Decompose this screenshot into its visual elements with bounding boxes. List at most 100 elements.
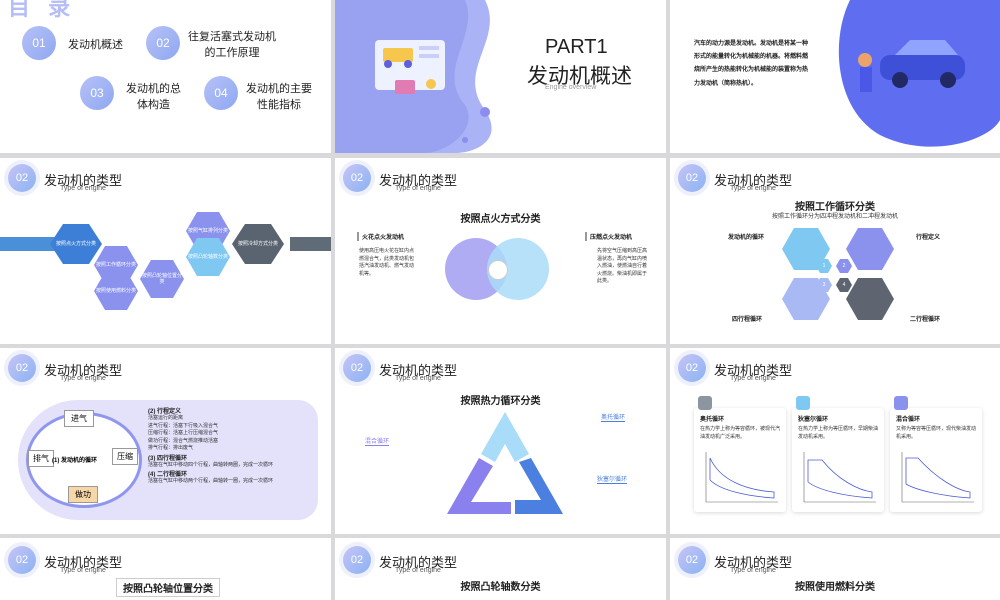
slide-camshaft-position[interactable]: 02 发动机的类型 Type of engine 按照凸轮轴位置分类 bbox=[0, 538, 331, 600]
hex-num-3: 3 bbox=[816, 278, 832, 292]
cycle-exhaust: 排气 bbox=[28, 450, 54, 467]
slide-engine-intro[interactable]: 汽车的动力源是发动机。发动机是将某一种形式的能量转化为机械能的机器。将燃料燃烧所… bbox=[670, 0, 1000, 153]
slide-title: 发动机的类型 bbox=[379, 555, 458, 570]
part1-illustration bbox=[335, 0, 492, 153]
slide-title: 发动机的类型 bbox=[714, 555, 793, 570]
hex-fuel: 按照使用燃料分类 bbox=[94, 272, 138, 310]
hex-cycle-2 bbox=[846, 228, 894, 270]
car-illustration bbox=[838, 0, 1000, 147]
slide-subtitle: Type of engine bbox=[730, 567, 776, 574]
contents-label-02: 往复活塞式发动机 的工作原理 bbox=[188, 31, 276, 59]
card-mixed: 混合循环 又称为等容等压循环，现代柴油发动机采用。 bbox=[890, 396, 982, 512]
slide-subtitle: Type of engine bbox=[730, 375, 776, 382]
card-otto-text: 在热力学上称为等容循环，被现代汽油发动机广泛采用。 bbox=[700, 426, 781, 440]
right-arrow-bar bbox=[290, 237, 331, 251]
section-stroke-line: 做功行程：混合气燃烧推动活塞 bbox=[148, 437, 219, 444]
part1-title: 发动机概述 bbox=[527, 65, 632, 88]
label-stroke-definition: 行程定义 bbox=[916, 235, 941, 241]
left-arrow-bar bbox=[0, 237, 60, 251]
card-mixed-title: 混合循环 bbox=[896, 417, 921, 423]
section-badge: 02 bbox=[678, 164, 706, 192]
section-stroke-line: 进气行程：活塞下行吸入混合气 bbox=[148, 422, 219, 429]
hex-cycle-4 bbox=[846, 278, 894, 320]
card-diesel-title: 狄塞尔循环 bbox=[798, 417, 829, 423]
section-badge: 02 bbox=[343, 164, 371, 192]
cycle-center-label: (1) 发动机的循环 bbox=[52, 458, 98, 464]
contents-num-03: 03 bbox=[80, 76, 114, 110]
slide-subtitle: Type of engine bbox=[60, 567, 106, 574]
slide-cycle-cards[interactable]: 02 发动机的类型 Type of engine 奥托循环 在热力学上称为等容循… bbox=[670, 348, 1000, 534]
triangle-arrows bbox=[447, 412, 563, 514]
fuel-type-heading: 按照使用燃料分类 bbox=[795, 582, 875, 593]
cycle-subheading: 按照工作循环分为四冲程发动机和二冲程发动机 bbox=[771, 214, 898, 220]
section-badge: 02 bbox=[678, 354, 706, 382]
label-engine-cycle: 发动机的循环 bbox=[728, 235, 765, 241]
card-otto-title: 奥托循环 bbox=[700, 417, 725, 423]
pv-chart-diesel bbox=[803, 452, 876, 503]
slide-subtitle: Type of engine bbox=[395, 375, 441, 382]
hex-num-2: 2 bbox=[836, 259, 852, 273]
camshaft-position-heading: 按照凸轮轴位置分类 bbox=[116, 578, 220, 597]
slide-fuel-type[interactable]: 02 发动机的类型 Type of engine 按照使用燃料分类 bbox=[670, 538, 1000, 600]
card-mixed-text: 又称为等容等压循环，现代柴油发动机采用。 bbox=[896, 426, 977, 440]
slide-title: 发动机的类型 bbox=[379, 173, 458, 188]
card-icon bbox=[796, 396, 810, 410]
section-two-stroke-line: 活塞在气缸中移动两个行程，曲轴转一圈，完成一次循环 bbox=[148, 478, 274, 484]
thermal-heading: 按照热力循环分类 bbox=[460, 396, 541, 407]
hex-num-4: 4 bbox=[836, 278, 852, 292]
slide-stroke-cycle[interactable]: 02 发动机的类型 Type of engine 进气 压缩 做功 排气 (1)… bbox=[0, 348, 331, 534]
cycle-compression: 压缩 bbox=[112, 448, 138, 465]
hex-num-1: 1 bbox=[816, 259, 832, 273]
spark-ignition-text: 使用高压电火花在缸内点燃混合气，此类发动机包括汽油发动机、燃气发动机等。 bbox=[359, 248, 415, 277]
pv-chart-otto bbox=[705, 452, 778, 503]
contents-label-03: 发动机的总 体构造 bbox=[126, 83, 181, 111]
slide-title: 发动机的类型 bbox=[44, 555, 123, 570]
section-stroke-line: 排气行程：排出废气 bbox=[148, 445, 194, 451]
section-four-stroke-line: 活塞在气缸中移动四个行程，曲轴转两圈，完成一次循环 bbox=[148, 461, 274, 468]
label-mixed: 混合循环 bbox=[365, 436, 390, 446]
contents-label-04: 发动机的主要 性能指标 bbox=[246, 83, 312, 111]
slide-ignition[interactable]: 02 发动机的类型 Type of engine 按照点火方式分类 火花点火发动… bbox=[335, 158, 666, 344]
contents-title: 目 录 bbox=[8, 0, 77, 20]
slide-part1[interactable]: PART1 发动机概述 Engine overview bbox=[335, 0, 666, 153]
cycle-intake: 进气 bbox=[64, 410, 94, 427]
card-diesel: 狄塞尔循环 在热力学上称为等压循环，早期柴油发动机采用。 bbox=[792, 396, 884, 512]
contents-num-04: 04 bbox=[204, 76, 238, 110]
slide-contents[interactable]: 目 录 01 发动机概述 02 往复活塞式发动机 的工作原理 03 发动机的总 … bbox=[0, 0, 331, 153]
slide-camshaft-count[interactable]: 02 发动机的类型 Type of engine 按照凸轮轴数分类 bbox=[335, 538, 666, 600]
pv-chart-mixed bbox=[901, 452, 974, 503]
slide-title: 发动机的类型 bbox=[44, 173, 123, 188]
slide-thermal-cycle[interactable]: 02 发动机的类型 Type of engine 按照热力循环分类 奥托循环 混… bbox=[335, 348, 666, 534]
card-icon bbox=[698, 396, 712, 410]
slide-subtitle: Type of engine bbox=[60, 185, 106, 192]
slide-subtitle: Type of engine bbox=[395, 567, 441, 574]
ignition-heading: 按照点火方式分类 bbox=[460, 214, 541, 225]
section-badge: 02 bbox=[8, 546, 36, 574]
cycle-text-block: (2) 行程定义 活塞运行的距离 进气行程：活塞下行吸入混合气 压缩行程：活塞上… bbox=[148, 406, 313, 486]
label-otto: 奥托循环 bbox=[601, 412, 626, 422]
section-badge: 02 bbox=[678, 546, 706, 574]
slide-title: 发动机的类型 bbox=[44, 363, 123, 378]
label-four-stroke: 四行程循环 bbox=[732, 317, 763, 323]
slide-subtitle: Type of engine bbox=[395, 185, 441, 192]
section-badge: 02 bbox=[343, 354, 371, 382]
contents-num-01: 01 bbox=[22, 26, 56, 60]
hex-camshaft-count: 按照凸轮轴数分类 bbox=[186, 238, 230, 276]
card-icon bbox=[894, 396, 908, 410]
slide-title: 发动机的类型 bbox=[714, 173, 793, 188]
section-stroke-line: 活塞运行的距离 bbox=[148, 415, 184, 421]
slide-work-cycle[interactable]: 02 发动机的类型 Type of engine 按照工作循环分类 按照工作循环… bbox=[670, 158, 1000, 344]
contents-label-01: 发动机概述 bbox=[68, 39, 123, 51]
slide-hex-categories[interactable]: 02 发动机的类型 Type of engine 按照点火方式分类 按照工作循环… bbox=[0, 158, 331, 344]
slide-title: 发动机的类型 bbox=[379, 363, 458, 378]
label-two-stroke: 二行程循环 bbox=[910, 317, 941, 323]
cycle-heading: 按照工作循环分类 bbox=[795, 202, 875, 213]
section-stroke-line: 压缩行程：活塞上行压缩混合气 bbox=[148, 430, 219, 436]
card-otto: 奥托循环 在热力学上称为等容循环，被现代汽油发动机广泛采用。 bbox=[694, 396, 786, 512]
label-diesel: 狄塞尔循环 bbox=[597, 474, 628, 484]
part1-subtitle: Engine overview bbox=[545, 84, 597, 91]
section-stroke-title: (2) 行程定义 bbox=[148, 409, 182, 415]
camshaft-count-heading: 按照凸轮轴数分类 bbox=[460, 582, 541, 593]
part1-label: PART1 bbox=[545, 36, 608, 58]
hex-cooling: 按照冷却方式分类 bbox=[232, 224, 284, 264]
